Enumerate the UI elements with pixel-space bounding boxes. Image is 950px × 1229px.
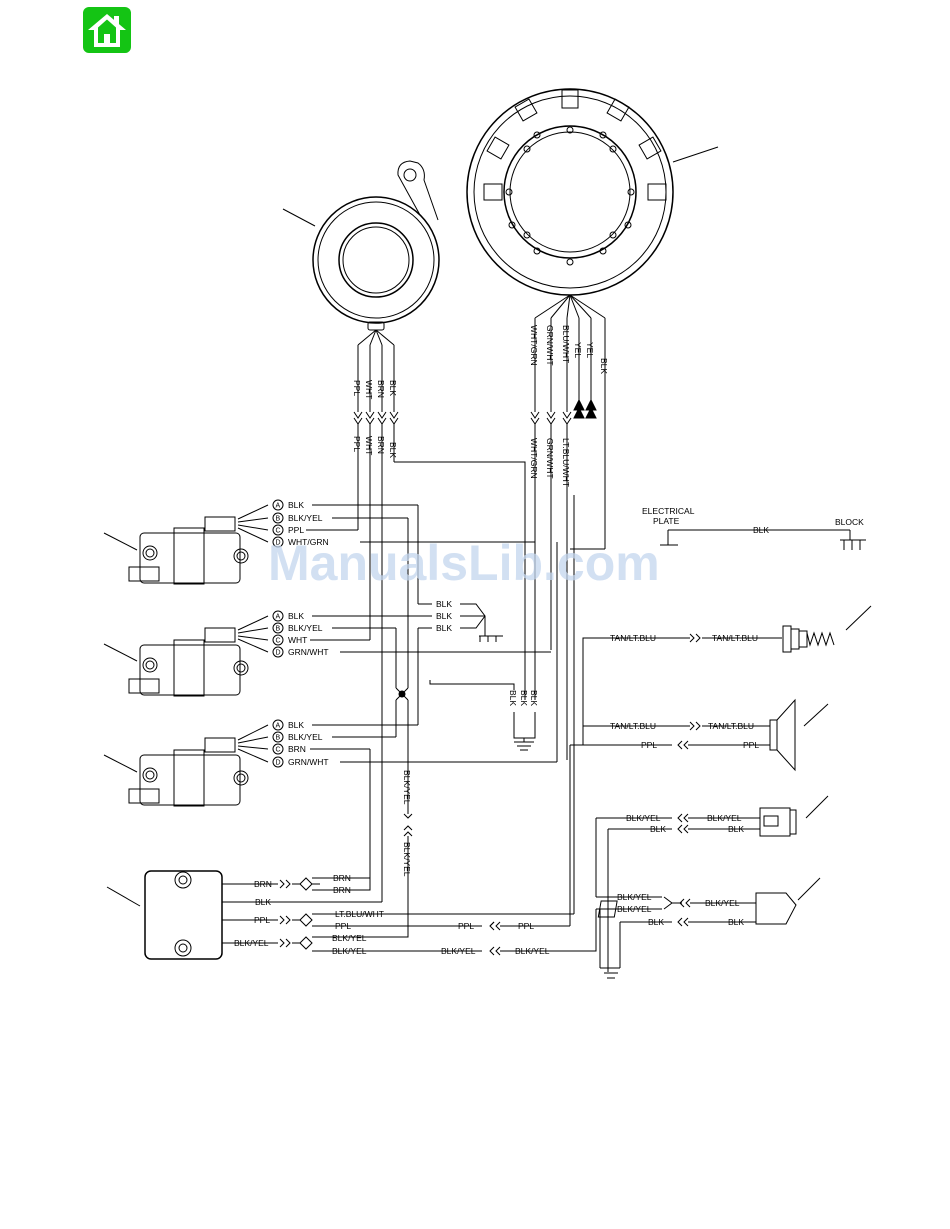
stop-switch-label: BLK [728,824,744,834]
stop-switch-label: BLK/YEL [626,813,661,823]
stator-upper-label: YEL [585,342,595,358]
coil3-pin-a: A [276,723,281,730]
trigger-sensor [282,160,440,346]
ground-vertical-label: BLK [529,690,539,706]
stator-upper-label: BLU/WHT [561,325,571,363]
sensor-upper-label: PPL [352,380,362,396]
coil2-pin-d: D [276,650,281,657]
ground-junction-label: BLK [436,623,452,633]
block-label: BLOCK [835,517,864,527]
module-left-label: PPL [254,915,270,925]
coil1-wire-b: BLK/YEL [288,513,323,523]
module-right-label: LT.BLU/WHT [335,909,384,919]
horn-label: PPL [743,740,759,750]
coil2-pin-b: B [276,626,281,633]
module-right-label: BRN [333,885,351,895]
module-left-label: BLK [255,897,271,907]
sensor-upper-label: BLK [388,380,398,396]
lanyard-switch-label: BLK/YEL [617,904,652,914]
blkyel-vertical-label: BLK/YEL [402,770,412,805]
sensor-upper-label: BRN [376,380,386,398]
coil1-wire-c: PPL [288,525,304,535]
stop-switch-label: BLK [650,824,666,834]
stator [466,88,719,319]
ignition-coil-1 [103,504,269,585]
stop-switch-label: BLK/YEL [707,813,742,823]
horn-label: TAN/LT.BLU [708,721,754,731]
temp-sensor [782,605,872,653]
horn-label: TAN/LT.BLU [610,721,656,731]
diagram-labels: PPL WHT BRN BLK PPL WHT BRN BLK WHT/GRN … [234,325,864,956]
electrical-plate-label: ELECTRICAL [642,506,695,516]
lanyard-switch-label: BLK/YEL [705,898,740,908]
ignition-coil-3 [103,724,269,807]
lanyard-switch-label: BLK [648,917,664,927]
coil1-pin-c: C [276,528,281,535]
module-right-label: PPL [335,921,351,931]
module-right-label: BRN [333,873,351,883]
coil2-wire-b: BLK/YEL [288,623,323,633]
stator-upper-label: YEL [573,342,583,358]
ground-junction-label: BLK [436,611,452,621]
coil3-wire-d: GRN/WHT [288,757,329,767]
horn-label: PPL [641,740,657,750]
coil3-pin-b: B [276,735,281,742]
coil2-wire-d: GRN/WHT [288,647,329,657]
ignition-coil-2 [103,615,269,697]
coil3-wire-b: BLK/YEL [288,732,323,742]
coil3-wire-c: BRN [288,744,306,754]
coil2-wire-a: BLK [288,611,304,621]
stop-switch [759,795,829,837]
stator-upper-label: GRN/WHT [545,325,555,366]
electrical-plate-label: PLATE [653,516,680,526]
module-left-label: BLK/YEL [234,938,269,948]
bottom-blkyel-label: BLK/YEL [515,946,550,956]
home-icon [88,14,126,47]
stator-lower-label: LT.BLU/WHT [561,438,571,487]
stator-lower-label: GRN/WHT [545,438,555,479]
temp-sensor-label: TAN/LT.BLU [610,633,656,643]
sensor-lower-label: BLK [388,442,398,458]
sensor-lower-label: WHT [364,436,374,455]
ground-junction-label: BLK [436,599,452,609]
mid-ppl-label: PPL [458,921,474,931]
module-left-label: BRN [254,879,272,889]
module-right-label: BLK/YEL [332,933,367,943]
home-button[interactable] [83,7,131,53]
stator-lower-label: WHT/GRN [529,438,539,479]
stator-upper-label: WHT/GRN [529,325,539,366]
mid-ppl-label: PPL [518,921,534,931]
sensor-upper-label: WHT [364,380,374,399]
coil1-pin-a: A [276,503,281,510]
lanyard-switch-label: BLK/YEL [617,892,652,902]
watermark: ManualsLib.com [268,535,660,591]
temp-sensor-label: TAN/LT.BLU [712,633,758,643]
plate-blk-label: BLK [753,525,769,535]
blkyel-vertical-label: BLK/YEL [402,842,412,877]
coil3-wire-a: BLK [288,720,304,730]
module-right-label: BLK/YEL [332,946,367,956]
lanyard-switch-label: BLK [728,917,744,927]
coil1-wire-d: WHT/GRN [288,537,329,547]
coil-pin-circles [272,499,284,768]
coil2-pin-a: A [276,614,281,621]
coil2-wire-c: WHT [288,635,307,645]
warning-horn [769,698,829,772]
sensor-lower-label: BRN [376,436,386,454]
coil1-pin-b: B [276,516,281,523]
coil3-pin-c: C [276,747,281,754]
ground-vertical-label: BLK [508,690,518,706]
stator-upper-label: BLK [599,358,609,374]
sensor-lower-label: PPL [352,436,362,452]
bottom-blkyel-label: BLK/YEL [441,946,476,956]
ground-vertical-label: BLK [519,690,529,706]
coil3-pin-d: D [276,760,281,767]
coil2-pin-c: C [276,638,281,645]
coil1-pin-d: D [276,540,281,547]
coil1-wire-a: BLK [288,500,304,510]
cdi-module [106,870,223,960]
